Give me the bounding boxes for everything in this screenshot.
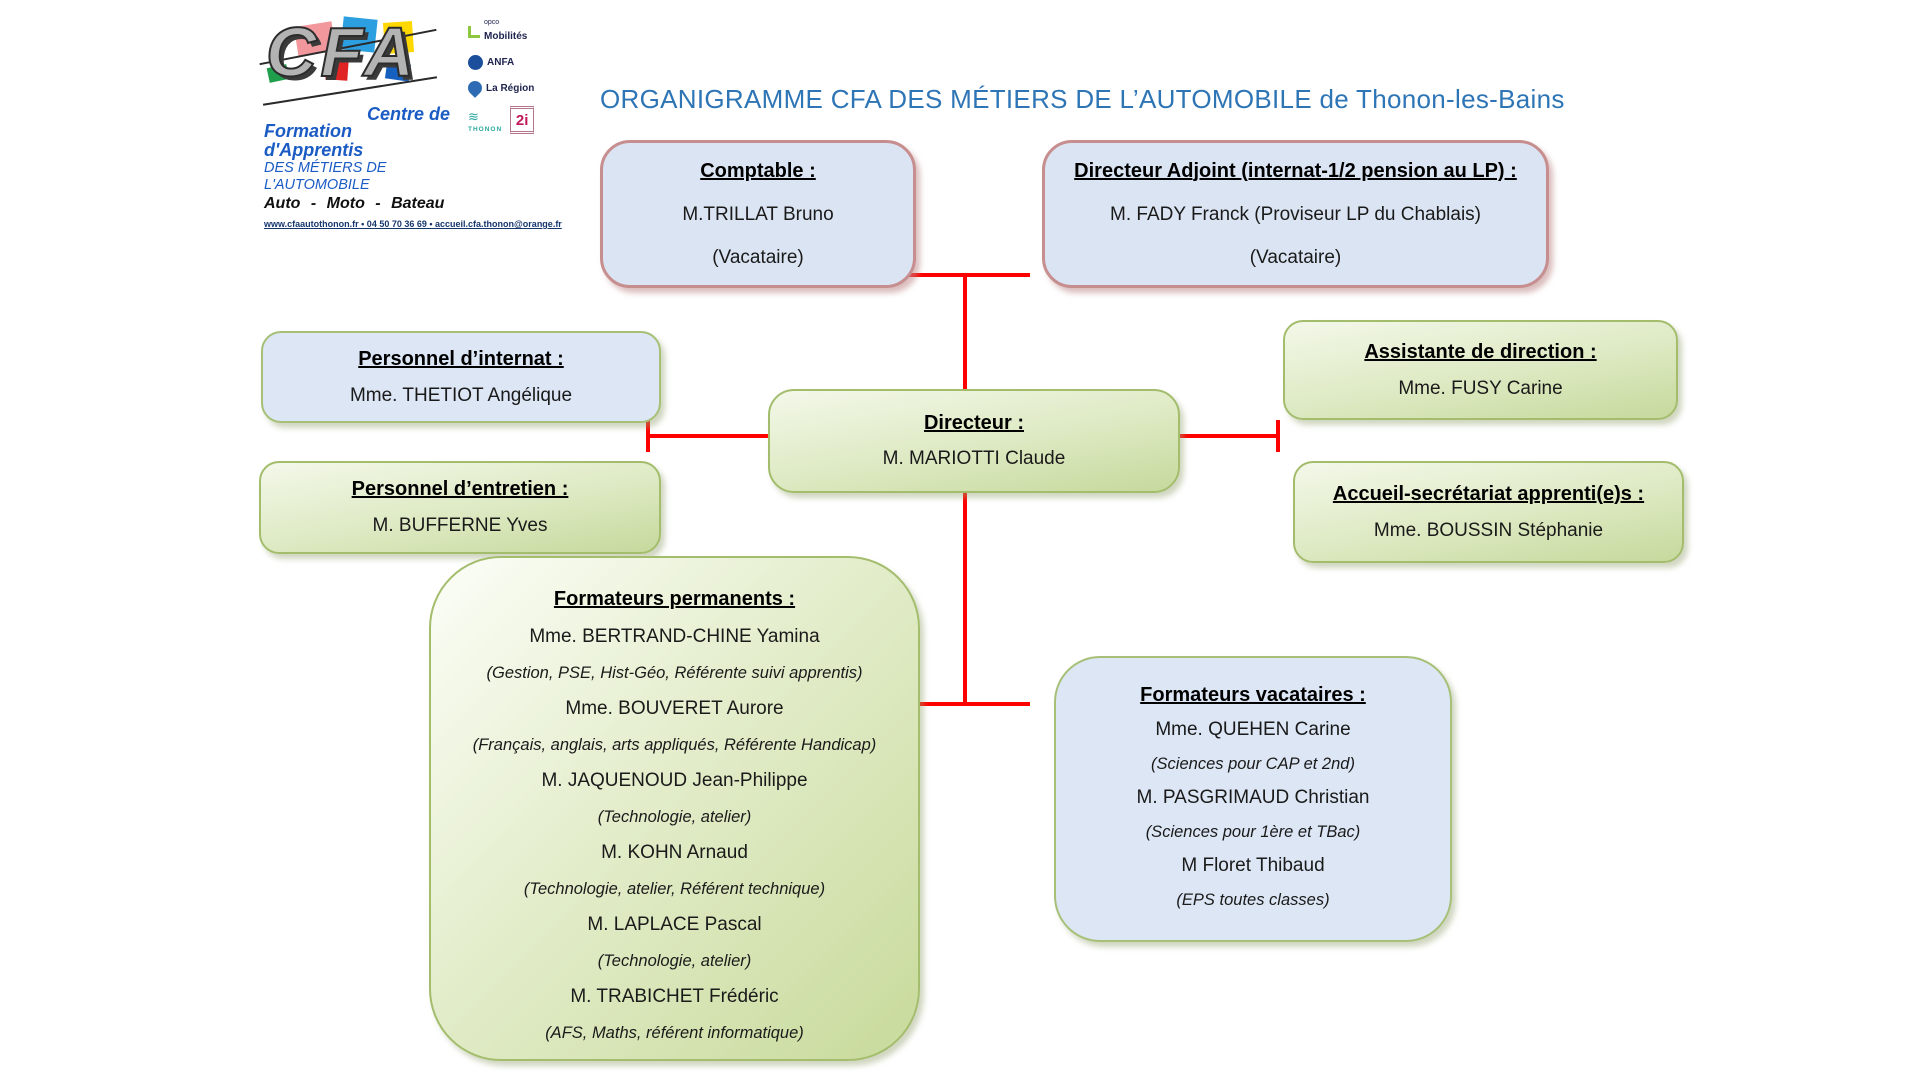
- member-name: M. JAQUENOUD Jean-Philippe: [541, 770, 808, 791]
- connector-bottom-vertical: [963, 491, 967, 705]
- box-title: Directeur :: [923, 412, 1025, 434]
- connector-top-vertical: [963, 273, 967, 391]
- logo-text-centre-de: Centre de: [366, 104, 450, 124]
- member-name: M. PASGRIMAUD Christian: [1136, 787, 1370, 808]
- person-name: M.TRILLAT Bruno: [682, 203, 834, 225]
- box-directeur: Directeur : M. MARIOTTI Claude: [768, 389, 1180, 493]
- la-region-label: La Région: [486, 82, 535, 94]
- box-directeur-adjoint: Directeur Adjoint (internat-1/2 pension …: [1042, 140, 1549, 288]
- connector-top-horizontal: [908, 273, 1030, 277]
- member-subjects: (Sciences pour CAP et 2nd): [1151, 755, 1355, 773]
- la-region-icon: [465, 78, 485, 98]
- member-name: M. LAPLACE Pascal: [587, 914, 762, 935]
- logo-contact-line: www.cfaautothonon.fr • 04 50 70 36 69 • …: [264, 219, 562, 229]
- box-formateurs-permanents: Formateurs permanents : Mme. BERTRAND-CH…: [429, 556, 920, 1061]
- connector-right-endcap: [1276, 420, 1280, 452]
- member-subjects: (EPS toutes classes): [1176, 891, 1330, 909]
- member-name: M. TRABICHET Frédéric: [570, 986, 779, 1007]
- person-name: M. BUFFERNE Yves: [372, 515, 548, 536]
- person-name: Mme. BOUSSIN Stéphanie: [1373, 519, 1604, 541]
- box-title: Directeur Adjoint (internat-1/2 pension …: [1074, 159, 1517, 182]
- connector-left-endcap: [646, 421, 650, 452]
- connector-right-horizontal: [1178, 434, 1278, 438]
- member-subjects: (Sciences pour 1ère et TBac): [1145, 823, 1361, 841]
- logo-text-formation: Formation d'Apprentis: [264, 121, 364, 160]
- opco-subtext: opco: [484, 19, 500, 26]
- box-personnel-internat: Personnel d’internat : Mme. THETIOT Angé…: [261, 331, 661, 423]
- member-name: Mme. QUEHEN Carine: [1155, 719, 1351, 740]
- person-name: Mme. THETIOT Angélique: [349, 384, 573, 406]
- box-personnel-entretien: Personnel d’entretien : M. BUFFERNE Yves: [259, 461, 661, 554]
- thonon-waves-icon: ≋: [468, 108, 479, 124]
- box-title: Formateurs vacataires :: [1140, 684, 1366, 706]
- box-title: Accueil-secrétariat apprenti(e)s :: [1332, 482, 1645, 505]
- anfa-label: ANFA: [487, 57, 515, 68]
- box-title: Personnel d’entretien :: [351, 478, 569, 500]
- member-subjects: (Technologie, atelier, Référent techniqu…: [523, 880, 826, 898]
- member-subjects: (Technologie, atelier): [597, 808, 752, 826]
- mobilites-icon: [468, 26, 480, 38]
- member-subjects: (Gestion, PSE, Hist-Géo, Référente suivi…: [486, 664, 863, 682]
- box-comptable: Comptable : M.TRILLAT Bruno (Vacataire): [600, 140, 916, 288]
- member-name: Mme. BERTRAND-CHINE Yamina: [529, 626, 820, 647]
- cfa-acronym: CFA: [265, 12, 418, 92]
- box-title: Assistante de direction :: [1364, 340, 1597, 363]
- person-status: (Vacataire): [712, 246, 804, 268]
- connector-left-horizontal: [648, 434, 770, 438]
- partner-opco-mobilites: opco Mobilités: [468, 19, 558, 44]
- connector-bottom-horizontal: [908, 702, 1030, 706]
- person-status: (Vacataire): [1249, 246, 1342, 268]
- anfa-icon: [468, 55, 483, 70]
- box-assistante-direction: Assistante de direction : Mme. FUSY Cari…: [1283, 320, 1678, 420]
- 2i-logo: 2i: [510, 106, 535, 134]
- partner-anfa: ANFA: [468, 55, 558, 70]
- person-name: Mme. FUSY Carine: [1398, 377, 1563, 399]
- thonon-label: THONON: [468, 125, 503, 133]
- mobilites-label: Mobilités: [484, 31, 528, 42]
- partner-thonon-2i: ≋ THONON 2i: [468, 106, 558, 134]
- logo-text-auto-moto-bateau: Auto - Moto - Bateau: [264, 195, 445, 212]
- cfa-logo-art: CFA: [259, 12, 444, 106]
- member-subjects: (AFS, Maths, référent informatique): [545, 1024, 804, 1042]
- box-title: Formateurs permanents :: [553, 588, 796, 610]
- page-title: ORGANIGRAMME CFA DES MÉTIERS DE L’AUTOMO…: [600, 84, 1565, 114]
- box-accueil-secretariat: Accueil-secrétariat apprenti(e)s : Mme. …: [1293, 461, 1684, 563]
- member-subjects: (Français, anglais, arts appliqués, Réfé…: [472, 736, 877, 754]
- box-title: Comptable :: [700, 159, 816, 182]
- partner-la-region: La Région: [465, 78, 558, 98]
- person-name: M. FADY Franck (Proviseur LP du Chablais…: [1110, 203, 1481, 225]
- member-subjects: (Technologie, atelier): [597, 952, 752, 970]
- member-name: M Floret Thibaud: [1181, 855, 1325, 876]
- partner-logos: opco Mobilités ANFA La Région ≋ THONON 2…: [465, 19, 558, 145]
- cfa-logo: CFA Centre de Formation d'Apprentis DES …: [259, 12, 562, 229]
- person-name: M. MARIOTTI Claude: [882, 448, 1066, 469]
- box-title: Personnel d’internat :: [358, 347, 564, 370]
- member-name: M. KOHN Arnaud: [601, 842, 748, 863]
- box-formateurs-vacataires: Formateurs vacataires : Mme. QUEHEN Cari…: [1054, 656, 1452, 942]
- member-name: Mme. BOUVERET Aurore: [565, 698, 784, 719]
- logo-text-metiers: DES MÉTIERS DE L'AUTOMOBILE: [264, 160, 387, 193]
